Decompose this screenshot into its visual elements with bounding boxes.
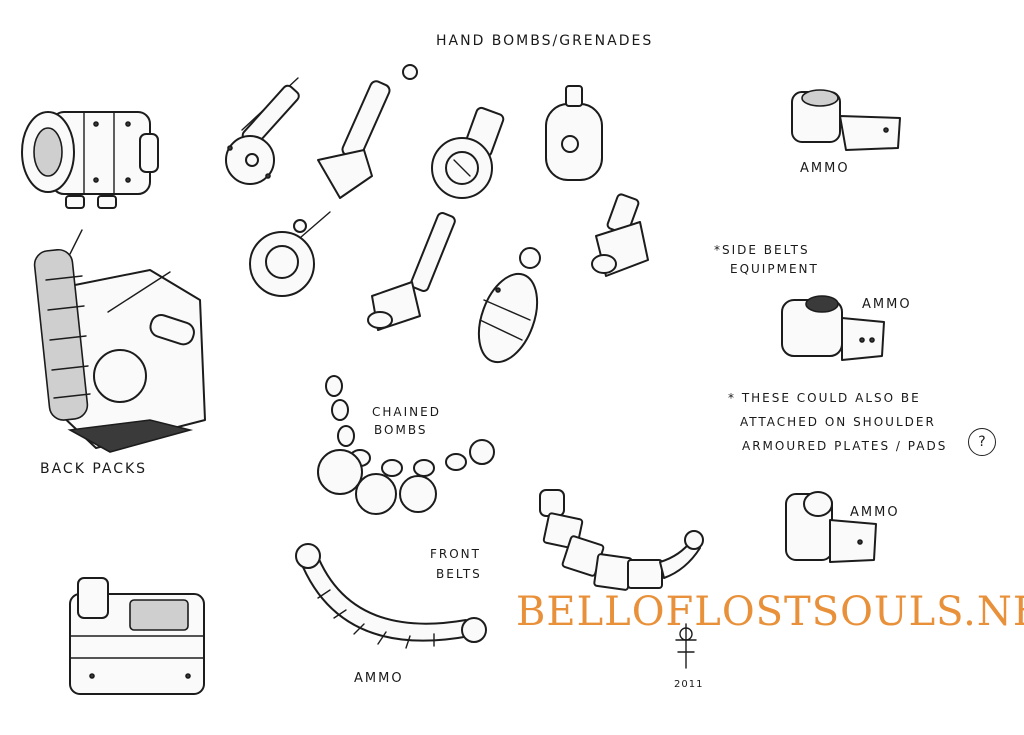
artist-signature [675,623,697,669]
label-bombs: BOMBS [374,423,428,437]
grenade-pineapple-sketch [477,247,541,364]
backpack-satchel-sketch [33,229,206,453]
grenade-canister-sketch [545,85,603,181]
ammo-label: AMMO [862,297,912,312]
grenade-gear-sketch [431,106,505,199]
note-line-3: ARMOURED PLATES / PADS [742,439,948,453]
watermark-text: BELLOFLOSTSOULS.NET [516,589,1024,635]
front-belt-curved-sketch [295,543,487,649]
label-back-packs: BACK PACKS [40,461,148,477]
signature-year: 2011 [674,679,704,690]
front-belt-pouches-sketch [539,489,704,591]
sheet-title: HAND BOMBS/GRENADES [436,33,654,49]
label-belts: BELTS [436,567,482,581]
side-belt-ammo-sketch-3 [785,491,877,563]
grenade-spike-sketch [285,64,418,251]
label-equipment: EQUIPMENT [730,262,819,276]
ammo-label: AMMO [800,161,850,176]
chained-bombs-sketch [317,375,495,515]
note-line-2: ATTACHED ON SHOULDER [740,415,936,429]
ammo-label: AMMO [850,505,900,520]
label-front: FRONT [430,547,481,561]
side-belt-ammo-sketch-2 [781,295,885,361]
grenade-stick-sketch [367,212,456,331]
grenade-round-sketch [249,219,315,297]
backpack-barrel-sketch [21,111,159,209]
question-mark-circle: ? [968,428,996,456]
side-belt-ammo-sketch-1 [791,89,901,151]
grenade-bottle-sketch [591,193,649,277]
label-chained: CHAINED [372,405,441,419]
label-side-belts: *SIDE BELTS [714,243,810,257]
note-line-1: * THESE COULD ALSO BE [728,391,921,405]
ammo-label: AMMO [354,671,404,686]
grenade-mace-sketch [225,77,300,185]
backpack-pouch-sketch [69,577,205,695]
